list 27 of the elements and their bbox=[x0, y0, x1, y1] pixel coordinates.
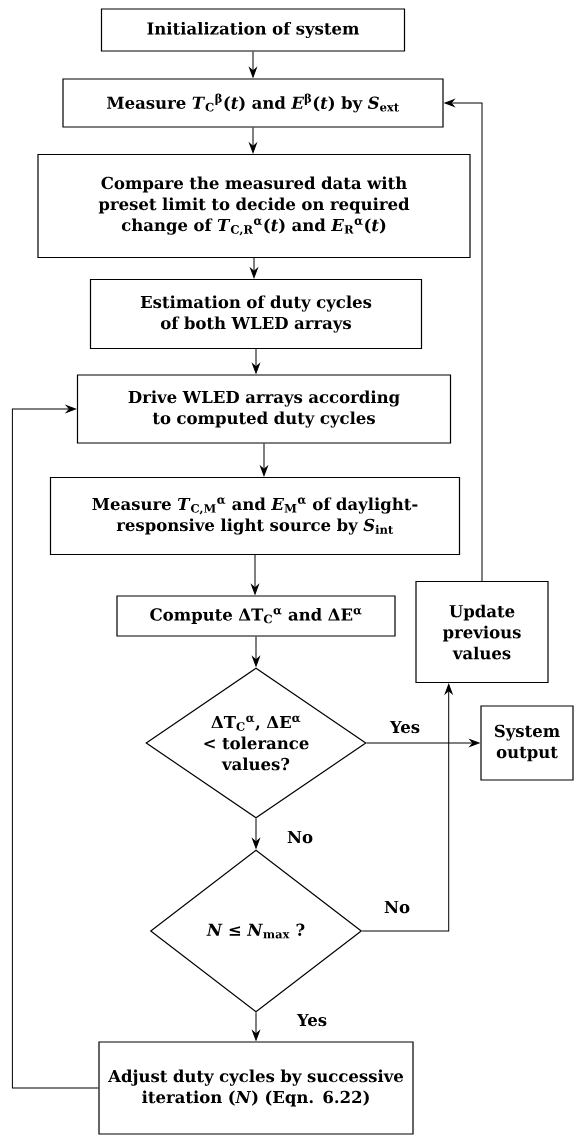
arrow bbox=[250, 257, 258, 278]
process-box: Compute ΔT$_{C}$$^{α}$ and ΔE$^{α}$ bbox=[116, 595, 396, 637]
process-box: Measure T$_{C}$$^{β}$(t) and E$^{β}$(t) by S$_{ext}$ bbox=[62, 78, 444, 128]
process-box: Adjust duty cycles by successive iteration (N) (Eqn. 6.22) bbox=[98, 1041, 414, 1135]
edge-label: No bbox=[285, 829, 315, 845]
arrow bbox=[361, 684, 453, 932]
process-box: Update previous values bbox=[415, 580, 549, 684]
arrow bbox=[251, 554, 259, 595]
arrow bbox=[252, 348, 260, 374]
process-box: Estimation of duty cycles of both WLED arrays bbox=[89, 278, 423, 350]
edge-label: No bbox=[382, 899, 412, 915]
arrow bbox=[11, 405, 99, 1089]
process-box: System output bbox=[480, 705, 574, 781]
arrow bbox=[249, 51, 257, 78]
arrow bbox=[252, 818, 260, 849]
arrow bbox=[252, 1012, 260, 1041]
arrow bbox=[260, 443, 268, 476]
arrow bbox=[249, 127, 257, 153]
edge-label: Yes bbox=[388, 719, 422, 735]
process-box: Compare the measured data with preset limit to decide on required change of T$_{C,R}$$^{α}$(t) and E$_{R}$$^{α}$(t) bbox=[37, 153, 471, 259]
arrow bbox=[444, 99, 483, 582]
process-box: Drive WLED arrays according to computed duty cycles bbox=[76, 374, 452, 444]
process-box: Initialization of system bbox=[100, 8, 406, 52]
process-box: Measure T$_{C,M}$$^{α}$ and E$_{M}$$^{α}$ of daylight-responsive light source by S$_{int}$ bbox=[49, 476, 461, 556]
arrow bbox=[252, 636, 260, 667]
arrow bbox=[366, 739, 480, 747]
edge-label: Yes bbox=[295, 1012, 329, 1028]
